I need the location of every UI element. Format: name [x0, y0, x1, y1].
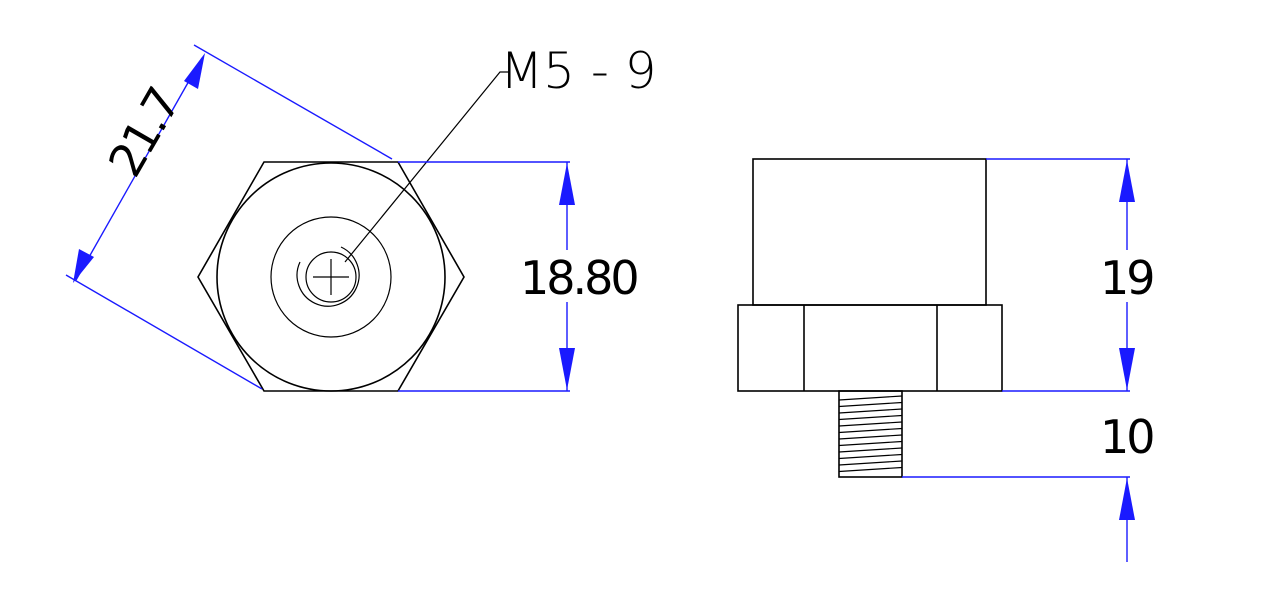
- thread-line: [838, 466, 903, 473]
- top-view: M5 - 9: [197, 42, 657, 392]
- thread-line: [838, 434, 903, 440]
- body-height-label: 19: [1100, 251, 1153, 305]
- middle-circle: [270, 216, 392, 338]
- dimension-across-corners: 21.7: [65, 44, 393, 390]
- thread-hole-circle: [305, 251, 357, 303]
- thread-line: [838, 395, 903, 401]
- arrowhead-upper: [184, 53, 205, 89]
- dimension-across-flats: 18.80: [398, 161, 640, 392]
- extension-line-upper: [193, 44, 393, 160]
- across-corners-label: 21.7: [98, 80, 190, 185]
- upper-body: [752, 158, 987, 306]
- thread-line: [838, 447, 903, 453]
- outer-circle: [216, 162, 446, 392]
- thread-line: [838, 427, 903, 434]
- callout-leader: [344, 71, 510, 263]
- arrowhead-top: [559, 163, 575, 205]
- thread-line: [838, 414, 903, 421]
- dimension-line: [75, 57, 203, 281]
- thread-line: [838, 408, 903, 414]
- thread-arc: [296, 246, 360, 307]
- extension-line-lower: [65, 274, 263, 390]
- across-flats-label: 18.80: [520, 251, 637, 305]
- thread-length-label: 10: [1100, 410, 1153, 464]
- arrowhead-lower: [73, 249, 94, 283]
- thread-line: [838, 421, 903, 427]
- thread-line: [838, 440, 903, 447]
- arrowhead-bottom: [559, 348, 575, 390]
- dimension-thread-length: 10: [902, 410, 1156, 562]
- arrowhead-bottom: [1119, 348, 1135, 390]
- hex-flange: [737, 304, 1003, 392]
- dimension-body-height: 19: [986, 158, 1156, 392]
- thread-line: [838, 460, 903, 466]
- stud-threads: [838, 395, 903, 473]
- arrowhead-up: [1119, 478, 1135, 520]
- threaded-stud: [838, 390, 903, 478]
- arrowhead-top: [1119, 160, 1135, 202]
- thread-line: [838, 453, 903, 460]
- thread-callout-label: M5 - 9: [500, 42, 657, 100]
- side-view: [737, 158, 1003, 478]
- thread-line: [838, 401, 903, 408]
